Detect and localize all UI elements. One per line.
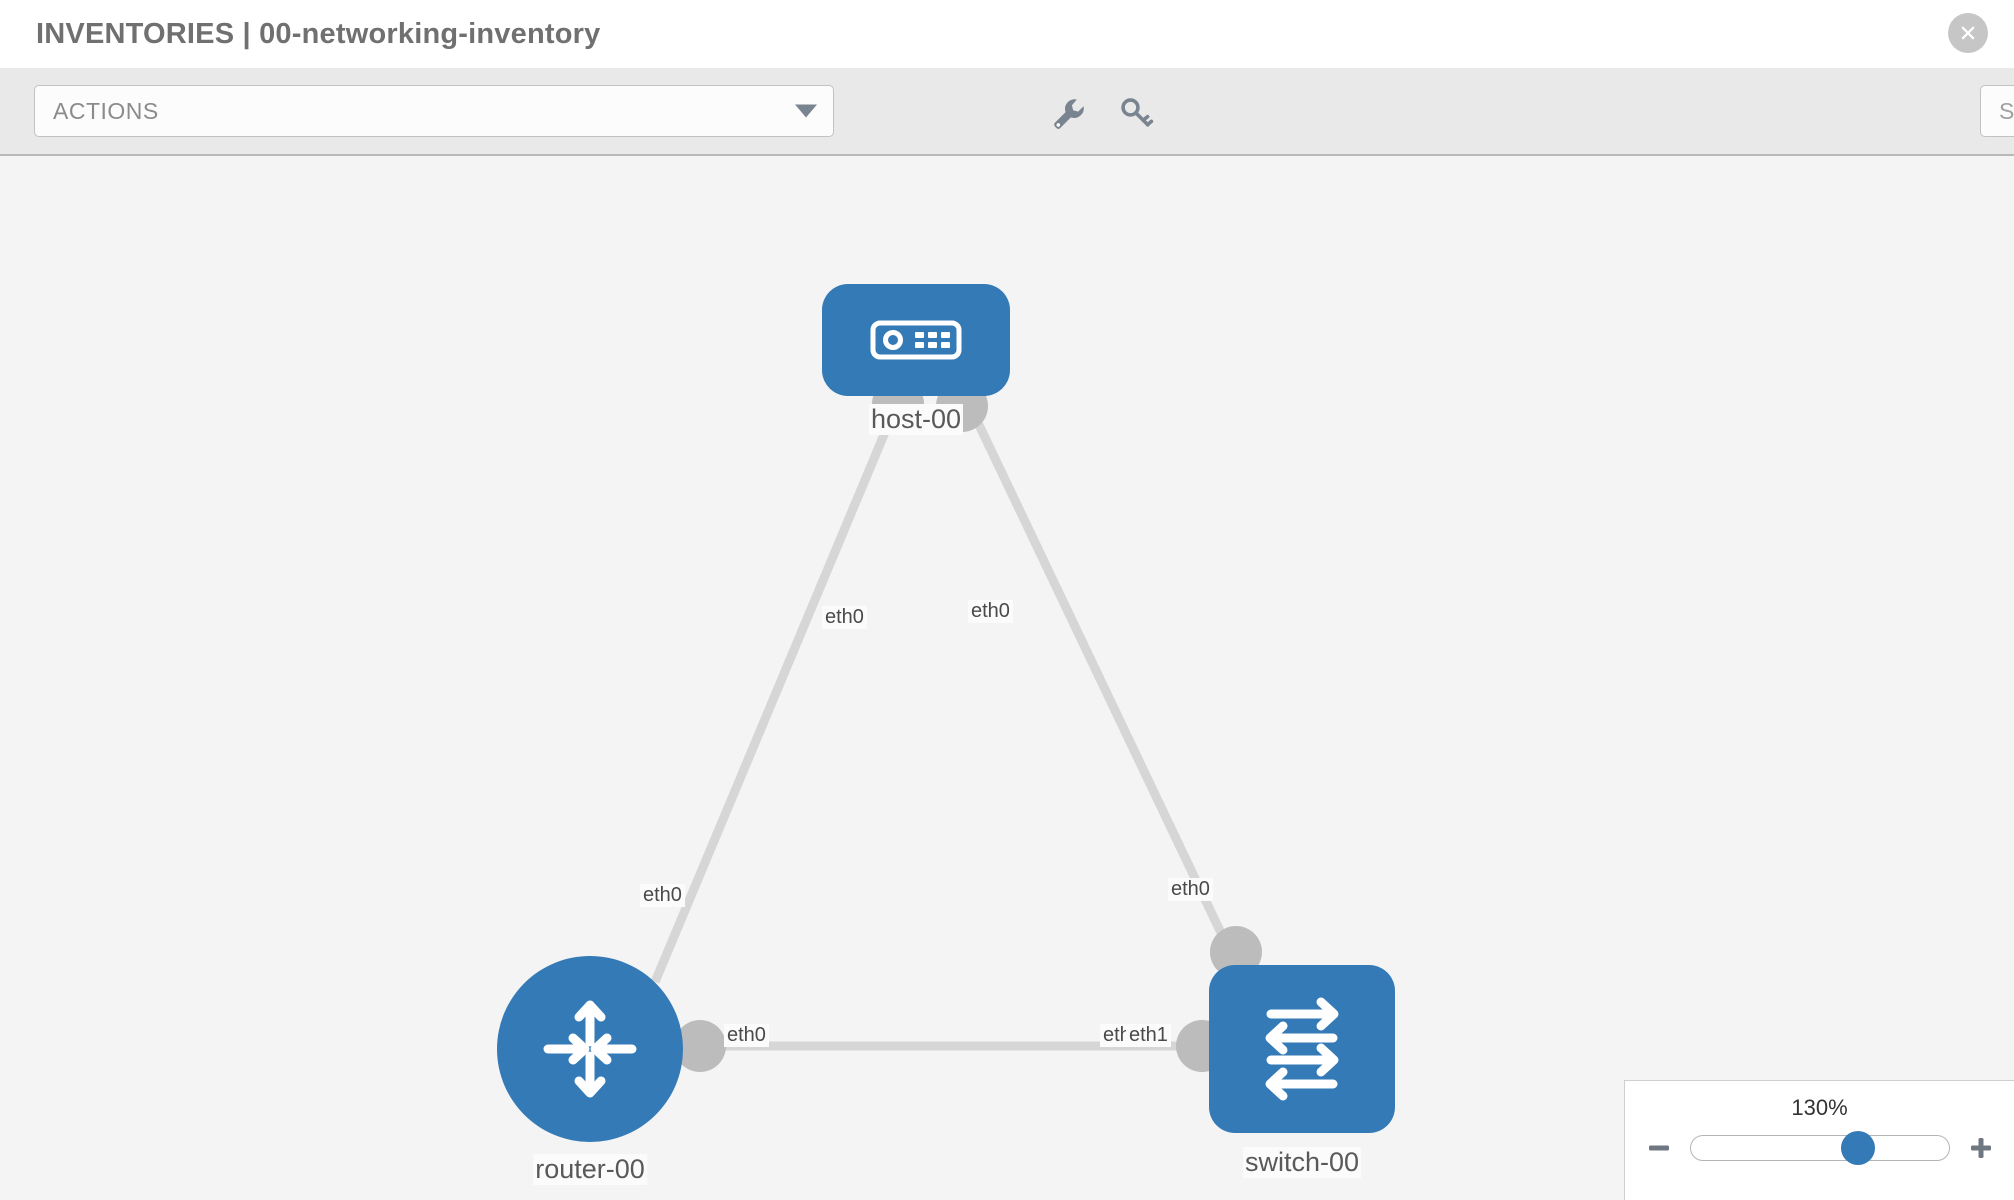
node-label-router-00: router-00 [533, 1154, 647, 1185]
router-node-shape [497, 956, 683, 1142]
topology-toolbar: ACTIONS SEARCH [0, 68, 2014, 156]
node-label-switch-00: switch-00 [1242, 1147, 1362, 1178]
zoom-in-button[interactable] [1966, 1133, 1996, 1163]
wrench-icon[interactable] [1040, 85, 1094, 139]
router-icon [543, 1000, 637, 1098]
edge-label-switch-left-b: eth1 [1126, 1024, 1171, 1047]
edge-label-router-right: eth0 [724, 1024, 769, 1047]
actions-dropdown-label: ACTIONS [53, 97, 159, 124]
edge-label-host-left: eth0 [822, 606, 867, 629]
topology-canvas[interactable]: host-00 eth0 eth0 [0, 156, 2014, 1200]
topology-node-router-00[interactable]: router-00 [497, 956, 683, 1185]
zoom-out-button[interactable] [1644, 1133, 1674, 1163]
topology-node-switch-00[interactable]: switch-00 [1209, 965, 1395, 1178]
server-icon [870, 320, 962, 360]
actions-dropdown[interactable]: ACTIONS [34, 85, 834, 137]
minus-icon [1648, 1145, 1669, 1151]
zoom-slider[interactable] [1689, 1131, 1950, 1165]
close-icon[interactable] [1948, 13, 1988, 53]
switch-node-shape [1209, 965, 1395, 1133]
edge-label-router-up: eth0 [640, 884, 685, 907]
switch-icon [1265, 997, 1339, 1101]
zoom-percent-label: 130% [1791, 1095, 1848, 1120]
chevron-down-icon [795, 104, 817, 118]
page-title: INVENTORIES | 00-networking-inventory [36, 17, 601, 50]
plus-icon [1970, 1138, 1991, 1158]
search-placeholder: SEARCH [1999, 97, 2014, 124]
topology-node-host-00[interactable]: host-00 [822, 284, 1010, 435]
edge-host-switch [965, 404, 1237, 958]
host-node-shape [822, 284, 1010, 396]
edge-label-switch-up: eth0 [1168, 878, 1213, 901]
zoom-slider-thumb[interactable] [1841, 1131, 1876, 1165]
key-icon[interactable] [1108, 85, 1162, 139]
edge-router-host [650, 404, 901, 984]
edge-label-host-right: eth0 [968, 600, 1013, 623]
search-input[interactable]: SEARCH [1980, 85, 2014, 137]
node-label-host-00: host-00 [868, 404, 964, 435]
zoom-control: 130% [1624, 1080, 2014, 1200]
page-header: INVENTORIES | 00-networking-inventory [0, 0, 2014, 68]
